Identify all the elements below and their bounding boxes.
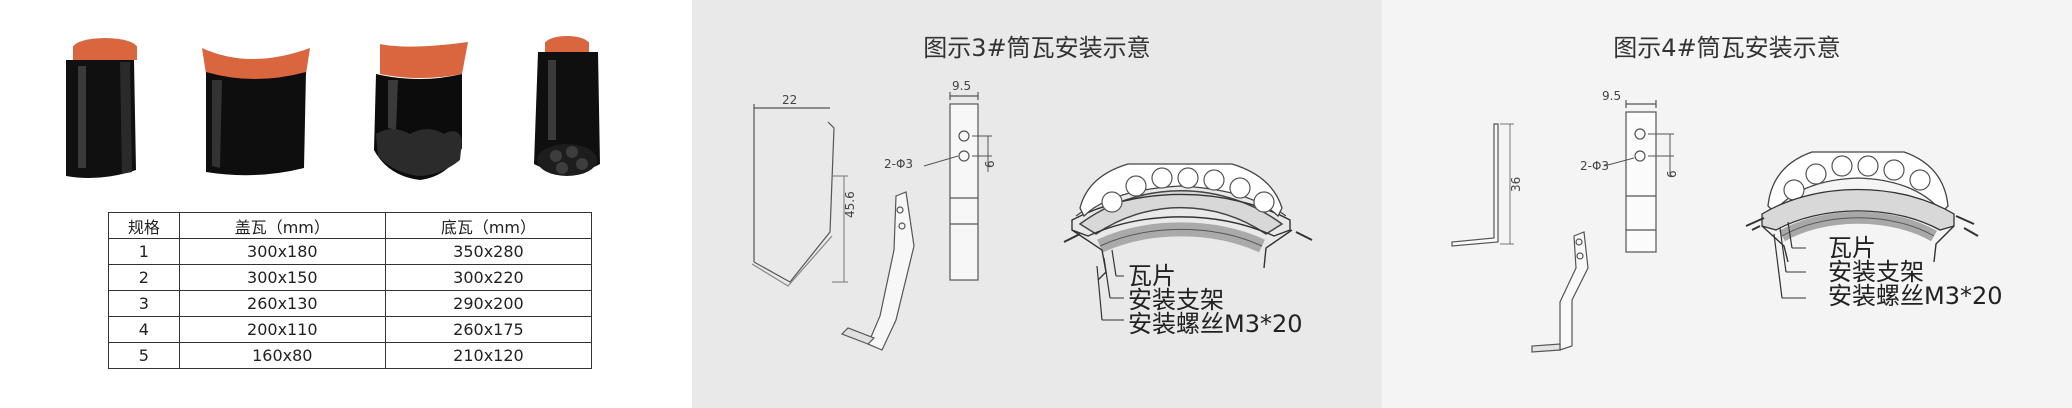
- dim-height-4: 36: [1509, 177, 1523, 192]
- tile-photo-2: [202, 48, 310, 176]
- bracket-profile-3: [751, 104, 848, 287]
- table-cell: 300x180: [178, 238, 386, 265]
- bracket-3d-3: [840, 191, 915, 351]
- diagram-3-panel: 图示3#筒瓦安装示意 22 45.6: [692, 0, 1382, 408]
- header-spec: 规格: [108, 212, 180, 239]
- dim-spacing-4: 6: [1665, 170, 1679, 178]
- dim-spacing-3: 6: [983, 160, 997, 168]
- diagram-3-drawing: 22 45.6: [751, 79, 1313, 351]
- dim-top-4: 9.5: [1602, 89, 1621, 103]
- diagram-4-panel: 图示4#筒瓦安装示意 36: [1382, 0, 2072, 408]
- tile-photo-3: [374, 42, 468, 180]
- diagram-4-title: 图示4#筒瓦安装示意: [1613, 34, 1841, 62]
- table-cell: 2: [108, 264, 180, 291]
- label-tile-4: 瓦片: [1828, 234, 1876, 262]
- table-cell: 5: [108, 342, 180, 369]
- table-row: 4 200x110 260x175: [108, 316, 593, 343]
- dim-holes-3: 2-Φ3: [884, 157, 913, 171]
- diagram-3-title: 图示3#筒瓦安装示意: [923, 34, 1151, 62]
- spec-table: 规格 盖瓦（mm） 底瓦（mm） 1 300x180 350x280 2 300…: [108, 212, 593, 369]
- table-cell: 350x280: [384, 238, 593, 265]
- dim-top-3: 9.5: [952, 79, 971, 93]
- tile-photo-1: [66, 38, 137, 178]
- diagram-4-drawing: 36 9.5: [1451, 89, 2003, 353]
- dim-width-3: 22: [782, 93, 797, 107]
- table-cell: 300x220: [384, 264, 593, 291]
- table-cell: 210x120: [384, 342, 593, 369]
- header-cover-tile: 盖瓦（mm）: [178, 212, 386, 239]
- table-row: 2 300x150 300x220: [108, 264, 593, 291]
- tile-photo-4: [534, 36, 600, 176]
- table-row: 3 260x130 290x200: [108, 290, 593, 317]
- header-base-tile: 底瓦（mm）: [384, 212, 593, 239]
- dim-holes-4: 2-Φ3: [1580, 159, 1609, 173]
- label-tile-3: 瓦片: [1128, 262, 1176, 290]
- dim-height-3: 45.6: [843, 191, 857, 218]
- label-screw-4: 安装螺丝M3*20: [1828, 282, 2003, 310]
- table-cell: 1: [108, 238, 180, 265]
- label-bracket-4: 安装支架: [1828, 258, 1924, 286]
- spec-table-header: 规格 盖瓦（mm） 底瓦（mm）: [108, 212, 593, 239]
- table-cell: 3: [108, 290, 180, 317]
- bracket-front-4: [1603, 100, 1674, 253]
- table-cell: 300x150: [178, 264, 386, 291]
- label-bracket-3: 安装支架: [1128, 286, 1224, 314]
- table-cell: 4: [108, 316, 180, 343]
- bracket-profile-4: [1451, 123, 1514, 247]
- bracket-front-3: [923, 92, 992, 281]
- table-cell: 290x200: [384, 290, 593, 317]
- ring-assembly-4: [1745, 151, 1979, 299]
- table-cell: 260x175: [384, 316, 593, 343]
- table-cell: 200x110: [178, 316, 386, 343]
- label-screw-3: 安装螺丝M3*20: [1128, 310, 1303, 338]
- bracket-3d-4: [1531, 231, 1589, 353]
- tile-spec-panel: 规格 盖瓦（mm） 底瓦（mm） 1 300x180 350x280 2 300…: [0, 0, 692, 408]
- table-row: 1 300x180 350x280: [108, 238, 593, 265]
- table-cell: 260x130: [178, 290, 386, 317]
- tile-photos: [66, 36, 600, 180]
- table-row: 5 160x80 210x120: [108, 342, 593, 369]
- ring-assembly-3: [1063, 163, 1313, 321]
- table-cell: 160x80: [178, 342, 386, 369]
